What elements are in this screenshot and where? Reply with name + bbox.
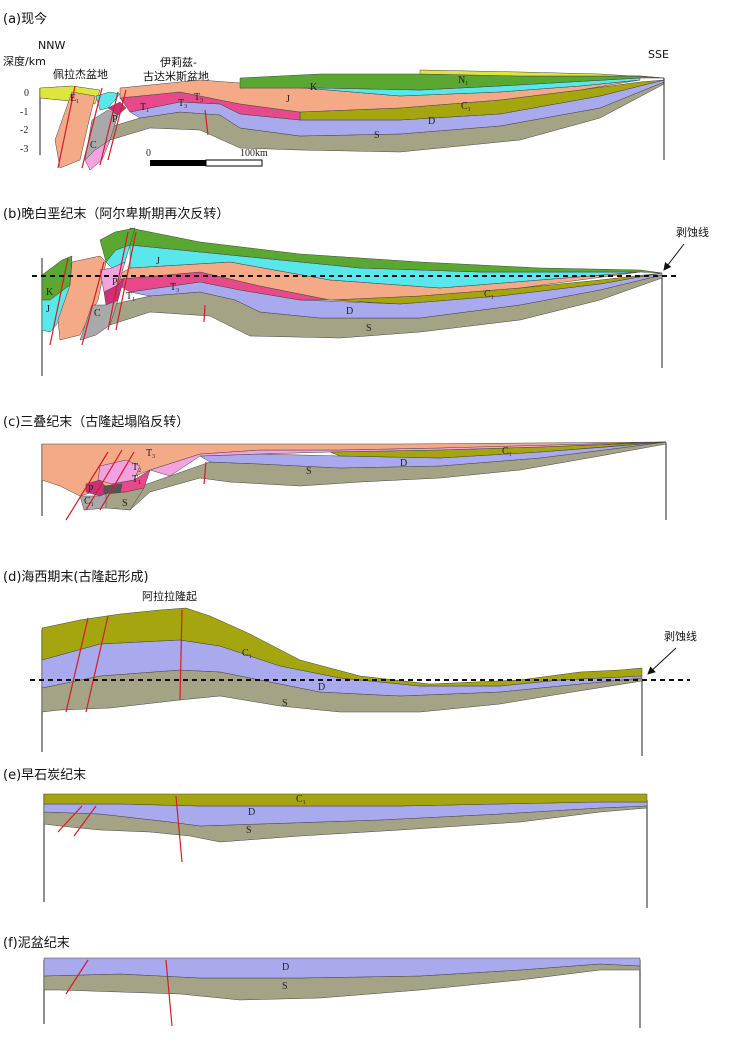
- unit-t1-label: T1: [140, 102, 149, 114]
- faults-e: [57, 795, 183, 863]
- panel-e-title: (e)早石炭纪末: [3, 768, 86, 783]
- e-unit-d-label: D: [248, 807, 255, 818]
- panel-b-title: (b)晚白垩纪末（阿尔卑斯期再次反转）: [3, 206, 229, 222]
- direction-sse-label: SSE: [648, 48, 669, 61]
- b-layer-k: [129, 227, 663, 274]
- c-layer-t3: [41, 441, 667, 497]
- d-layer-c1: [41, 607, 643, 687]
- faults-b: [49, 231, 206, 346]
- c-unit-t2-label: T2: [132, 462, 141, 474]
- b-unit-t3-label: T3: [170, 282, 179, 294]
- b-unit-t1-label: T1: [126, 291, 135, 303]
- depth-axis-label: 深度/km: [3, 54, 46, 68]
- b-left-t3: [57, 255, 107, 341]
- depth-tick-2: -2: [20, 125, 28, 136]
- unit-p-label: P: [112, 114, 118, 125]
- b-unit-c1-label: C1: [484, 289, 494, 301]
- d-erosion-arrow: [647, 647, 677, 675]
- d-erosion-label: 剥蚀线: [664, 629, 697, 643]
- panel-f-title: (f)泥盆纪末: [3, 936, 70, 951]
- unit-s-label: S: [374, 130, 380, 141]
- scale-zero-label: 0: [146, 148, 151, 159]
- d-unit-d-label: D: [318, 682, 325, 693]
- unit-t3-label: T3: [178, 98, 187, 110]
- b-unit-d-label: D: [346, 306, 353, 317]
- unit-k-label: K: [310, 82, 318, 93]
- panel-b: (b)晚白垩纪末（阿尔卑斯期再次反转） 剥蚀线 J K J: [3, 206, 709, 376]
- unit-c1-label: C1: [461, 101, 471, 113]
- unit-n-label: N1: [458, 75, 468, 87]
- e-layer-c1: [43, 793, 648, 807]
- unit-j-label: J: [286, 94, 290, 105]
- faults-c: [65, 449, 207, 521]
- b-left-p: [103, 277, 125, 306]
- e-unit-s-label: S: [246, 825, 252, 836]
- b-unit-j-label: J: [156, 256, 160, 267]
- panel-e: (e)早石炭纪末 C1 D S: [3, 768, 648, 908]
- c-left-s: [105, 487, 145, 511]
- b-left-c: [79, 299, 119, 341]
- scale-end-label: 100km: [240, 148, 268, 159]
- panel-d: (d)海西期末(古隆起形成) 阿拉拉隆起 剥蚀线 C1 D S: [3, 570, 697, 756]
- b-unit-k-label: K: [46, 287, 54, 298]
- basin-left-label: 佩拉杰盆地: [53, 67, 108, 81]
- b-unit-s-label: S: [366, 323, 372, 334]
- faults-a: [57, 85, 209, 169]
- b-erosion-arrow: [663, 243, 685, 271]
- panel-f: (f)泥盆纪末 D S: [3, 936, 641, 1028]
- left-basin-fill: [54, 91, 96, 169]
- layer-k: [239, 73, 665, 91]
- c-unit-s-label: S: [306, 466, 312, 477]
- depth-tick-1: -1: [20, 107, 28, 118]
- panel-a: (a)现今 NNW SSE 深度/km 佩拉杰盆地 伊莉兹- 古达米斯盆地 0 …: [3, 11, 669, 171]
- b-erosion-label: 剥蚀线: [676, 225, 709, 239]
- b-unit-c-label: C: [94, 308, 101, 319]
- c-unit-p-label: P: [88, 484, 94, 495]
- f-unit-s-label: S: [282, 981, 288, 992]
- d-uplift-label: 阿拉拉隆起: [142, 589, 197, 603]
- unit-e-label: E1: [70, 93, 79, 105]
- b-unit-j2-label: J: [46, 304, 50, 315]
- panel-c-title: (c)三叠纪末（古隆起塌陷反转）: [3, 415, 189, 430]
- f-layer-d: [43, 957, 641, 979]
- faults-d: [65, 609, 183, 713]
- e-unit-c1-label: C1: [296, 794, 306, 806]
- unit-c-label: C: [90, 140, 97, 151]
- basin-right-label-2: 古达米斯盆地: [143, 69, 209, 83]
- left-block-j: [95, 91, 121, 111]
- c-unit-c-label: C1: [84, 496, 94, 508]
- faults-f: [65, 959, 173, 1027]
- b-unit-p-label: P: [112, 277, 118, 288]
- basin-right-label-1: 伊莉兹-: [160, 56, 197, 69]
- depth-axis: 0 -1 -2 -3: [20, 88, 41, 155]
- scale-bar: 0 100km: [146, 148, 268, 167]
- c-unit-d-label: D: [400, 458, 407, 469]
- unit-t3-label-2: T3: [194, 92, 203, 104]
- c-unit-t1-label: T1: [132, 474, 141, 486]
- f-unit-d-label: D: [282, 962, 289, 973]
- depth-tick-0: 0: [24, 88, 29, 99]
- panel-a-title: (a)现今: [3, 11, 47, 27]
- d-unit-c1-label: C1: [242, 648, 252, 660]
- b-left-t2: [99, 261, 126, 293]
- direction-nnw-label: NNW: [38, 39, 65, 52]
- c-unit-c1-label: C1: [502, 446, 512, 458]
- panel-d-title: (d)海西期末(古隆起形成): [3, 570, 149, 585]
- c-unit-t3-label: T3: [146, 448, 155, 460]
- layer-n: [419, 69, 665, 79]
- c-unit-s-left-label: S: [122, 498, 128, 509]
- panel-c: (c)三叠纪末（古隆起塌陷反转） T3 T2 T1 P C1 S C1 D S: [3, 415, 667, 521]
- unit-d-label: D: [428, 116, 435, 127]
- d-unit-s-label: S: [282, 698, 288, 709]
- depth-tick-3: -3: [20, 144, 28, 155]
